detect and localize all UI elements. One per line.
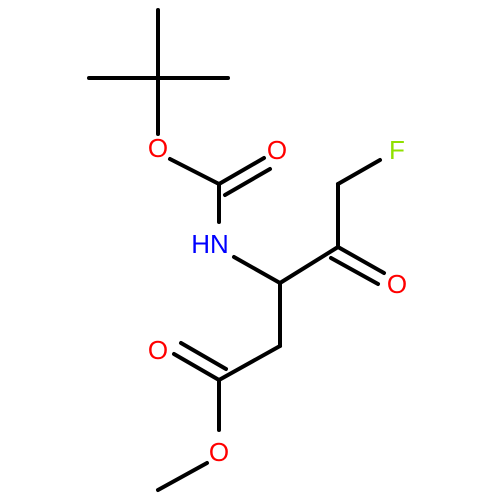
atom-o-ketone: O xyxy=(387,269,407,299)
bond-o-methyl xyxy=(156,461,209,492)
atom-o-ester-boc: O xyxy=(148,133,168,163)
bond-o-carbamate-c xyxy=(168,157,221,186)
bond-n-calpha xyxy=(232,255,282,285)
bonds xyxy=(87,8,386,492)
atom-o-carbonyl-boc: O xyxy=(267,135,287,165)
bond-ch2-f xyxy=(336,158,382,186)
bond-ch2-cester xyxy=(217,344,282,382)
atom-o-methoxy: O xyxy=(209,437,229,467)
bond-ketone-co-a xyxy=(336,245,386,275)
atom-n-amide: HN xyxy=(191,229,229,259)
atom-f: F xyxy=(389,135,405,165)
bond-ester-co-a xyxy=(172,352,221,382)
atom-o-carbonyl-ester: O xyxy=(148,335,168,365)
bond-carbamate-co-a xyxy=(217,156,266,186)
atom-labels: O O HN F O O O xyxy=(148,133,407,467)
bond-carbamate-co-b xyxy=(223,167,272,197)
bond-calpha-cketone xyxy=(278,245,340,285)
bond-ketone-co-b xyxy=(329,256,380,286)
bond-ester-co-b xyxy=(179,341,228,371)
